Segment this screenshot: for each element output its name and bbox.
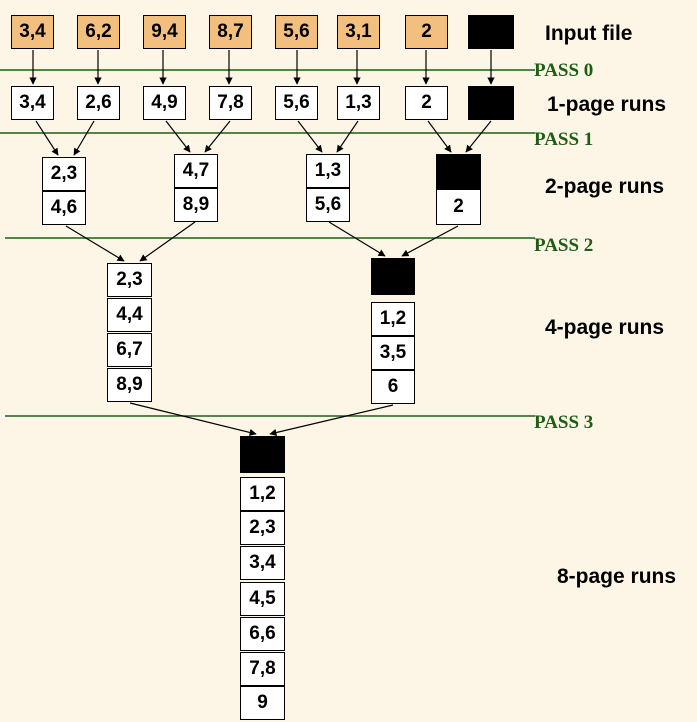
run-page: 4,9	[143, 86, 186, 120]
run-page: 4,4	[107, 298, 152, 332]
empty-run-page	[436, 154, 481, 189]
merge-arrow	[297, 120, 323, 153]
merge-arrow	[336, 120, 359, 153]
run-page: 1,3	[337, 86, 380, 120]
input-page: 3,4	[11, 15, 54, 49]
input-page: 5,6	[275, 15, 318, 49]
input-page: 8,7	[209, 15, 252, 49]
run-page: 1,2	[240, 477, 285, 511]
run-page: 2,3	[107, 263, 152, 297]
run-page: 4,5	[240, 582, 285, 616]
run-page: 8,9	[174, 188, 218, 222]
run-page: 3,4	[240, 546, 285, 580]
run-page: 1,2	[371, 302, 415, 336]
one-page-runs-label: 1-page runs	[547, 93, 667, 116]
run-page: 3,4	[11, 86, 54, 120]
merge-arrow	[73, 120, 95, 156]
run-page: 5,6	[275, 86, 318, 120]
merge-arrow	[269, 404, 394, 437]
eight-page-runs-label: 8-page runs	[557, 565, 677, 588]
run-page: 2	[405, 86, 448, 120]
merge-arrow	[129, 402, 257, 436]
run-page: 7,8	[209, 86, 252, 120]
four-page-runs-label: 4-page runs	[545, 316, 665, 339]
run-page: 6,6	[240, 617, 285, 651]
run-page: 2,3	[240, 511, 285, 545]
merge-arrow	[427, 120, 452, 153]
input-page: 3,1	[337, 15, 380, 49]
input-page: 9,4	[143, 15, 186, 49]
pass-3-label: PASS 3	[534, 412, 594, 433]
pass-2-label: PASS 2	[534, 235, 594, 256]
run-page: 3,5	[371, 336, 415, 370]
input-page: 2	[405, 15, 448, 49]
merge-arrow	[328, 221, 386, 257]
merge-arrow	[35, 120, 59, 156]
merge-arrow	[165, 120, 191, 153]
run-page: 9	[240, 686, 285, 720]
merge-arrow	[401, 225, 459, 257]
pass-0-label: PASS 0	[534, 60, 594, 81]
run-page: 2,6	[77, 86, 120, 120]
run-page: 5,6	[306, 188, 350, 222]
empty-run-page	[240, 436, 285, 473]
run-page: 4,7	[174, 154, 218, 188]
merge-arrow	[139, 221, 196, 262]
input-page: 6,2	[77, 15, 120, 49]
merge-arrow	[204, 120, 231, 153]
merge-arrow	[465, 120, 492, 153]
run-page: 7,8	[240, 652, 285, 686]
two-page-runs-label: 2-page runs	[545, 175, 665, 198]
run-page: 6	[371, 370, 415, 404]
run-page: 4,6	[42, 191, 86, 225]
empty-input-page	[468, 15, 514, 49]
empty-run-page	[468, 86, 514, 120]
run-page: 2	[436, 189, 481, 225]
run-page: 6,7	[107, 333, 152, 367]
merge-arrow	[65, 225, 125, 262]
empty-run-page	[371, 258, 415, 295]
run-page: 1,3	[306, 154, 350, 188]
run-page: 2,3	[42, 157, 86, 191]
run-page: 8,9	[107, 368, 152, 402]
input-file-label: Input file	[545, 22, 633, 45]
pass-1-label: PASS 1	[534, 129, 594, 150]
